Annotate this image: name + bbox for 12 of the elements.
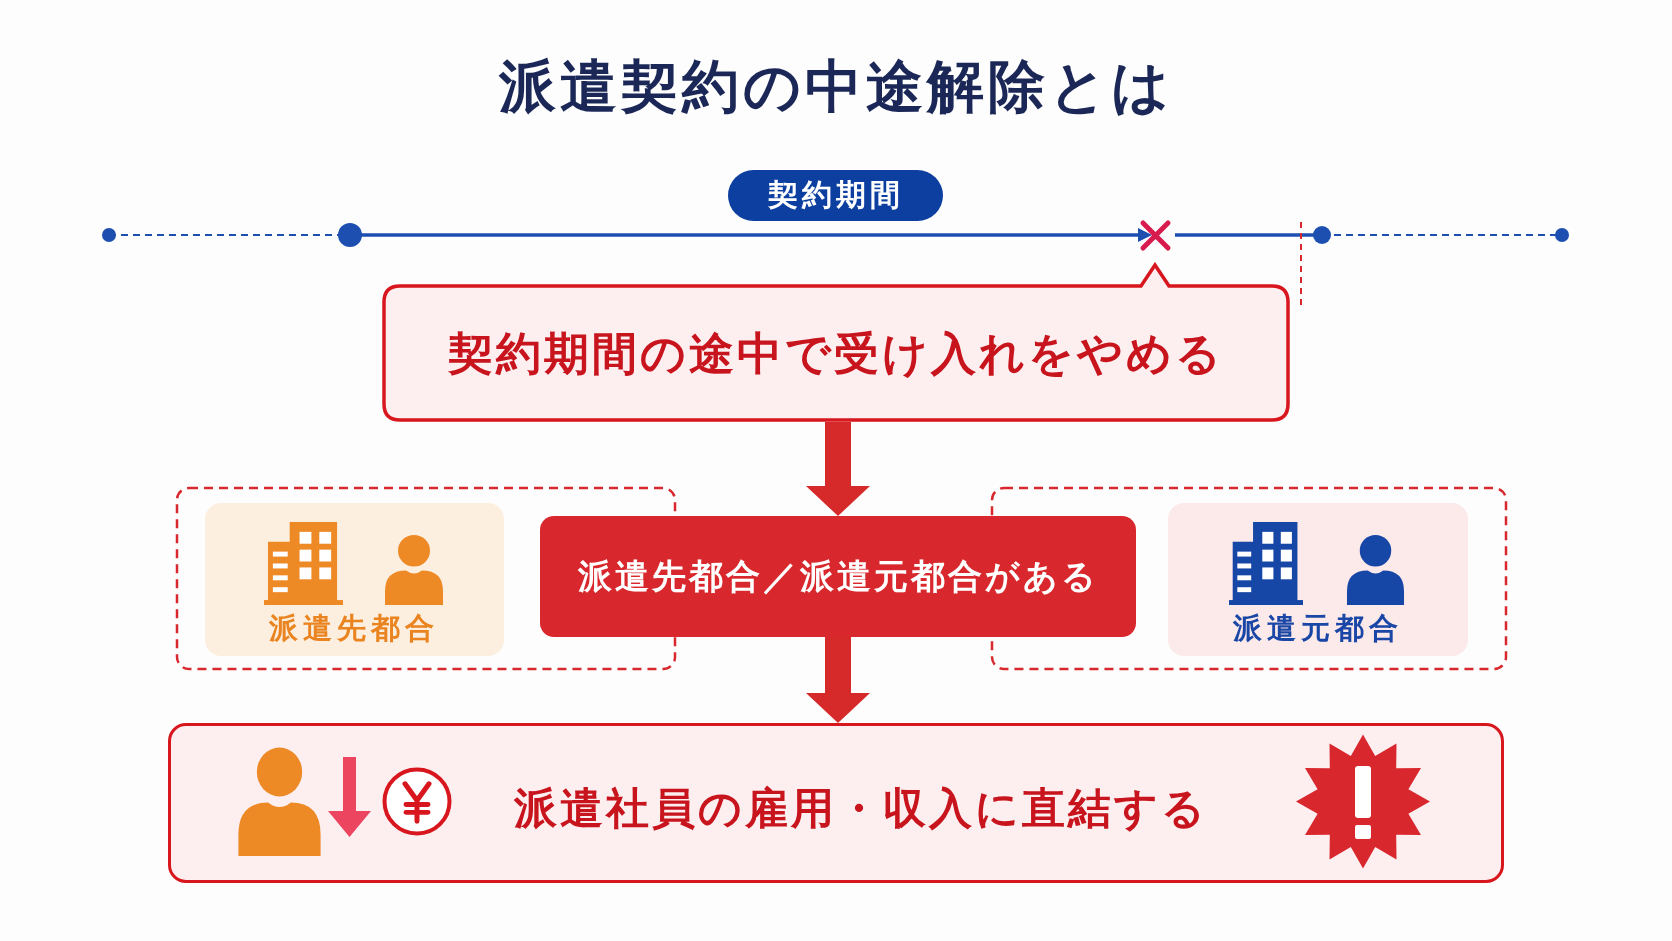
period-badge: 契約期間: [728, 170, 943, 221]
arrow: [806, 422, 870, 516]
result-text: 派遣社員の雇用・収入に直結する: [513, 781, 1208, 835]
panel-label: 派遣元都合: [1233, 610, 1403, 646]
panel-label: 派遣先都合: [269, 610, 439, 646]
category-panel: [205, 503, 504, 656]
process-box: 派遣先都合／派遣元都合がある: [540, 516, 1136, 637]
category-panel: [1168, 503, 1468, 656]
diagram-title: 派遣契約の中途解除とは: [499, 54, 1173, 118]
arrow: [806, 637, 870, 723]
result-box: [168, 723, 1504, 883]
callout-box: 契約期間の途中で受け入れをやめる: [382, 262, 1290, 422]
